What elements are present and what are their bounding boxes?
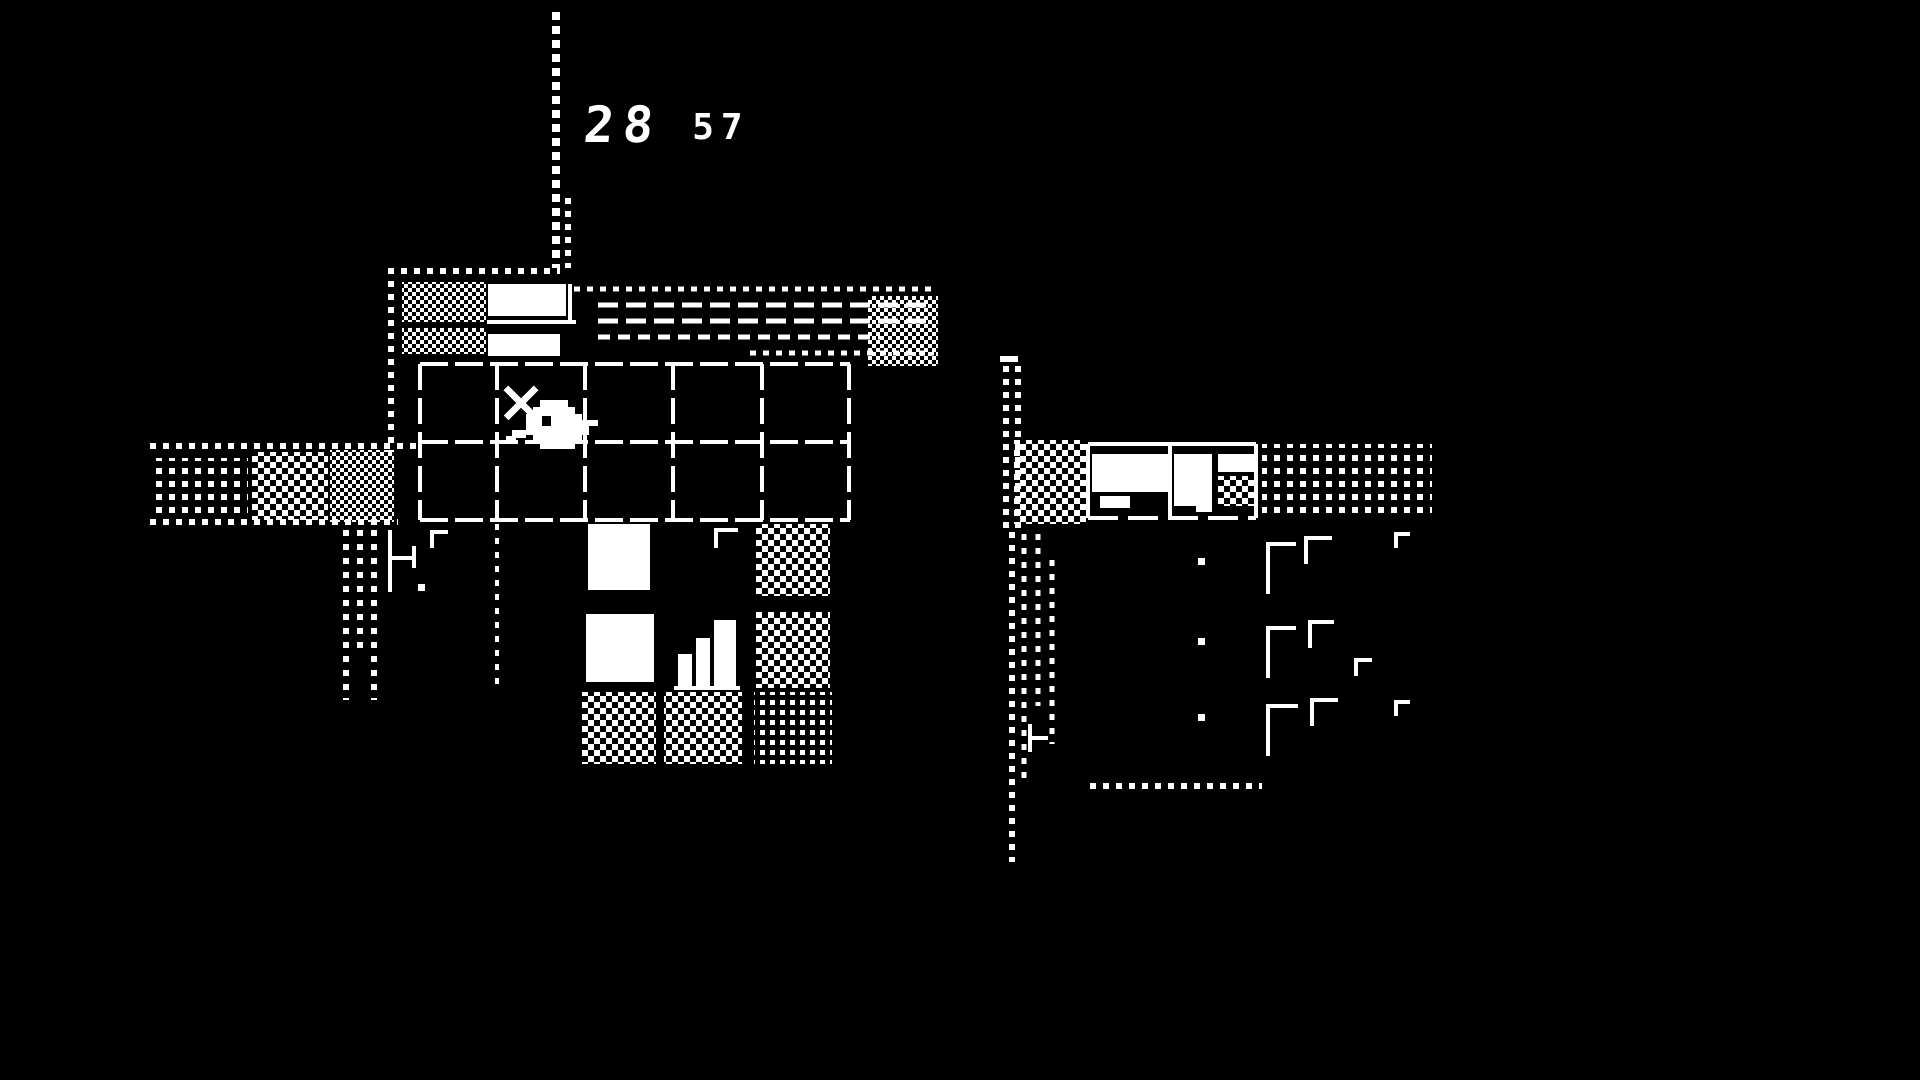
staircase	[674, 620, 740, 690]
west-path-band	[150, 443, 418, 525]
stair-step	[678, 654, 692, 686]
player-character	[503, 385, 598, 449]
white-room	[1218, 454, 1254, 472]
stair-step	[714, 620, 736, 686]
interior-markers	[1198, 532, 1410, 756]
timer-secondary: 57	[692, 107, 750, 148]
dot-grid-floor	[152, 458, 248, 516]
duck-beak	[512, 430, 526, 438]
dither-block	[868, 296, 938, 366]
dither-block	[402, 282, 486, 322]
dither-block	[402, 328, 486, 354]
checker-floor	[664, 692, 742, 764]
lower-rooms	[582, 524, 832, 764]
white-room	[588, 524, 650, 590]
white-room	[1092, 454, 1168, 492]
checker-floor	[1014, 440, 1086, 524]
corridor	[1014, 440, 1432, 524]
door-sign	[488, 284, 566, 316]
right-structure	[1000, 356, 1432, 862]
right-dotted-path	[1000, 356, 1021, 862]
stair-step	[696, 638, 710, 686]
duck-eye	[542, 416, 551, 426]
west-fence	[343, 530, 425, 700]
building-roof	[388, 268, 938, 452]
sword-icon	[503, 385, 539, 421]
left-structure	[150, 12, 938, 764]
white-room	[1196, 500, 1212, 512]
room-grid	[418, 362, 851, 688]
door-sign	[488, 334, 560, 356]
interior-dotted-columns	[1021, 534, 1055, 782]
dither-block	[330, 450, 394, 522]
duck-tail	[582, 420, 598, 426]
duck-body	[506, 400, 598, 449]
white-room	[1100, 496, 1130, 508]
dot-grid-floor	[1262, 444, 1432, 520]
hud-timer: 28 57	[581, 96, 750, 154]
duck-beak	[506, 436, 516, 444]
checker-floor	[756, 524, 830, 596]
white-room	[1174, 454, 1212, 506]
checker-floor	[1218, 476, 1254, 506]
top-dotted-path	[552, 12, 571, 268]
timer-primary: 28	[581, 96, 665, 154]
checker-floor	[582, 692, 656, 764]
dot-grid-floor	[754, 692, 832, 764]
checker-floor	[756, 612, 830, 688]
checker-floor	[252, 452, 328, 520]
white-room	[586, 614, 654, 682]
